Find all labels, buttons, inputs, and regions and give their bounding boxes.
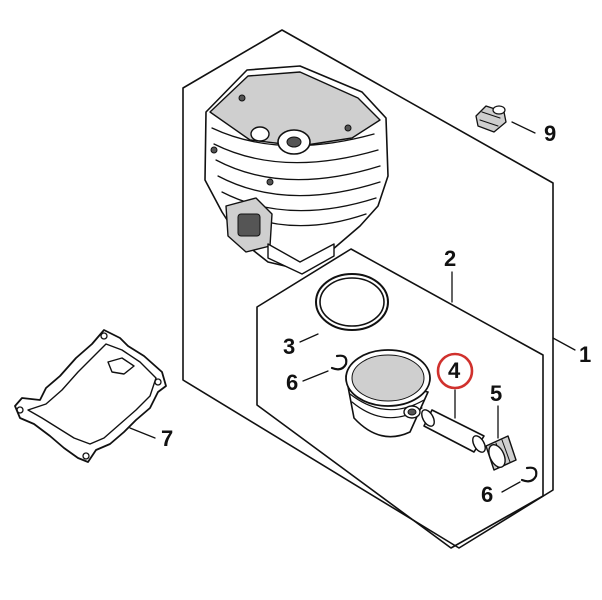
circlip-icon [520,466,538,483]
callout-leader-6a [302,370,329,382]
callout-leader-1 [552,337,576,351]
callout-label-2: 2 [444,246,457,271]
needle-bearing-icon [485,435,517,471]
spark-plug-icon [475,105,507,133]
gasket-icon [14,329,167,463]
callout-label-7: 7 [161,426,174,451]
piston-kit-frame [256,248,544,549]
callout-label-1: 1 [579,342,592,367]
callout-label-6: 6 [286,370,299,395]
circlip-icon [330,354,348,371]
callout-label-6: 6 [481,482,494,507]
callout-label-9: 9 [544,121,557,146]
callout-leader-3 [299,333,319,343]
piston-pin-icon [421,409,486,453]
piston-icon [345,349,431,438]
callout-label-3: 3 [283,334,296,359]
cylinder-kit-frame [182,29,554,549]
piston-ring-icon [315,273,389,331]
callout-leader-9 [511,121,536,134]
callout-leader-6b [501,481,521,493]
cylinder-head-icon [204,65,389,275]
callout-leader-7 [129,427,156,439]
callout-label-4: 4 [448,358,461,383]
callout-label-5: 5 [490,381,503,406]
highlight-ring [436,352,474,390]
